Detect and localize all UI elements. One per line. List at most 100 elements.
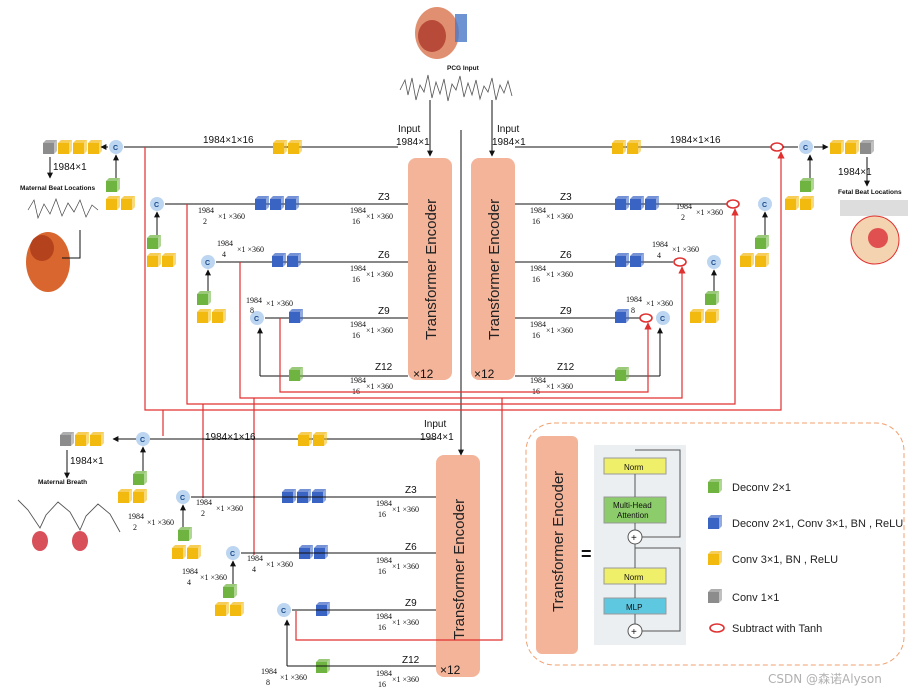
legend-item: Subtract with Tanh: [732, 623, 822, 635]
add-symbol: +: [631, 533, 637, 544]
svg-text:1984: 1984: [626, 295, 642, 304]
encoder-bottom: Transformer Encoder: [436, 455, 480, 677]
concat-nodes-right: C C C C: [656, 140, 813, 325]
concat-nodes-bottom: C C C C: [136, 432, 291, 617]
input-label: Input: [497, 124, 519, 135]
fetal-beat-label: Fetal Beat Locations: [838, 189, 902, 196]
svg-text:Z12: Z12: [402, 655, 420, 666]
size-label: 1984×1: [70, 456, 104, 467]
norm-label: Norm: [624, 463, 644, 472]
svg-text:C: C: [803, 145, 808, 152]
svg-text:×1 ×360: ×1 ×360: [392, 675, 419, 684]
heart-illustration: [26, 232, 70, 292]
encoder-label: Transformer Encoder: [423, 199, 440, 340]
svg-text:Z6: Z6: [405, 542, 417, 553]
size-label: 1984×1×16: [670, 135, 721, 146]
svg-text:Z9: Z9: [560, 306, 572, 317]
mlp-label: MLP: [626, 603, 642, 612]
legend-item: Deconv 2×1: [732, 482, 791, 494]
input-size: 1984×1: [492, 137, 526, 148]
svg-text:16: 16: [532, 217, 540, 226]
svg-text:×1 ×360: ×1 ×360: [216, 504, 243, 513]
norm-label: Norm: [624, 573, 644, 582]
svg-text:1984: 1984: [261, 667, 277, 676]
svg-text:×1 ×360: ×1 ×360: [237, 245, 264, 254]
svg-text:×1 ×360: ×1 ×360: [696, 208, 723, 217]
svg-text:1984: 1984: [530, 320, 546, 329]
svg-text:8: 8: [266, 678, 270, 687]
fetus-illustration: [415, 7, 467, 59]
svg-text:×1 ×360: ×1 ×360: [392, 505, 419, 514]
svg-text:1984: 1984: [247, 554, 263, 563]
blue-block-icon: [708, 515, 722, 529]
size-label: 1984×1: [838, 167, 872, 178]
breath-signal: [17, 499, 121, 533]
size-label: 1984×1×16: [205, 432, 256, 443]
svg-text:1984: 1984: [350, 264, 366, 273]
legend-panel: Transformer Encoder = Norm Multi-Head At…: [525, 422, 905, 666]
encoder-top-right: Transformer Encoder: [471, 158, 515, 380]
svg-text:C: C: [711, 260, 716, 267]
svg-text:1984: 1984: [376, 499, 392, 508]
svg-text:Z9: Z9: [405, 598, 417, 609]
svg-text:4: 4: [187, 578, 191, 587]
svg-text:Z6: Z6: [378, 250, 390, 261]
svg-text:1984: 1984: [350, 376, 366, 385]
svg-text:C: C: [660, 316, 665, 323]
svg-text:×1 ×360: ×1 ×360: [546, 212, 573, 221]
svg-text:4: 4: [657, 251, 661, 260]
svg-text:×1 ×360: ×1 ×360: [672, 245, 699, 254]
svg-text:16: 16: [532, 275, 540, 284]
encoder-label: Transformer Encoder: [486, 199, 503, 340]
svg-text:×1 ×360: ×1 ×360: [546, 326, 573, 335]
svg-text:1984: 1984: [530, 206, 546, 215]
green-block-icon: [708, 479, 722, 493]
svg-text:×1 ×360: ×1 ×360: [366, 382, 393, 391]
svg-text:C: C: [180, 495, 185, 502]
watermark: CSDN @森诺Alyson: [768, 671, 882, 686]
legend-item: Conv 3×1, BN , ReLU: [732, 554, 838, 566]
svg-text:1984: 1984: [182, 567, 198, 576]
svg-text:×1 ×360: ×1 ×360: [392, 618, 419, 627]
svg-text:×1 ×360: ×1 ×360: [147, 518, 174, 527]
svg-text:×1 ×360: ×1 ×360: [546, 270, 573, 279]
maternal-beat-label: Maternal Beat Locations: [20, 185, 96, 192]
svg-text:2: 2: [201, 509, 205, 518]
mha-label: Multi-Head: [613, 501, 652, 510]
legend-item: Conv 1×1: [732, 592, 779, 604]
svg-text:1984: 1984: [652, 240, 668, 249]
legend-item: Deconv 2×1, Conv 3×1, BN , ReLU: [732, 518, 903, 530]
input-label: Input: [424, 419, 446, 430]
svg-text:Z3: Z3: [405, 485, 417, 496]
svg-text:C: C: [113, 145, 118, 152]
svg-text:C: C: [254, 316, 259, 323]
maternal-branch: 1984×1 Maternal Beat Locations: [20, 140, 102, 292]
svg-text:16: 16: [378, 567, 386, 576]
svg-text:Z12: Z12: [375, 362, 393, 373]
svg-text:16: 16: [378, 680, 386, 689]
encoder-label: Transformer Encoder: [550, 471, 567, 612]
svg-text:C: C: [762, 202, 767, 209]
svg-text:1984: 1984: [376, 669, 392, 678]
svg-text:1984: 1984: [376, 612, 392, 621]
svg-text:×1 ×360: ×1 ×360: [366, 270, 393, 279]
svg-text:2: 2: [133, 523, 137, 532]
pcg-signal: [399, 74, 513, 102]
repeat-label: ×12: [440, 663, 461, 677]
svg-text:16: 16: [378, 510, 386, 519]
svg-text:×1 ×360: ×1 ×360: [218, 212, 245, 221]
yellow-block-icon: [708, 551, 722, 565]
svg-text:4: 4: [222, 250, 226, 259]
svg-text:C: C: [154, 202, 159, 209]
svg-text:1984: 1984: [196, 498, 212, 507]
svg-text:16: 16: [352, 217, 360, 226]
svg-text:1984: 1984: [350, 206, 366, 215]
encoder-top-left: Transformer Encoder: [408, 158, 452, 380]
input-size: 1984×1: [396, 137, 430, 148]
svg-text:×1 ×360: ×1 ×360: [646, 299, 673, 308]
concat-nodes-left: C C C C: [109, 140, 264, 325]
svg-text:16: 16: [352, 275, 360, 284]
